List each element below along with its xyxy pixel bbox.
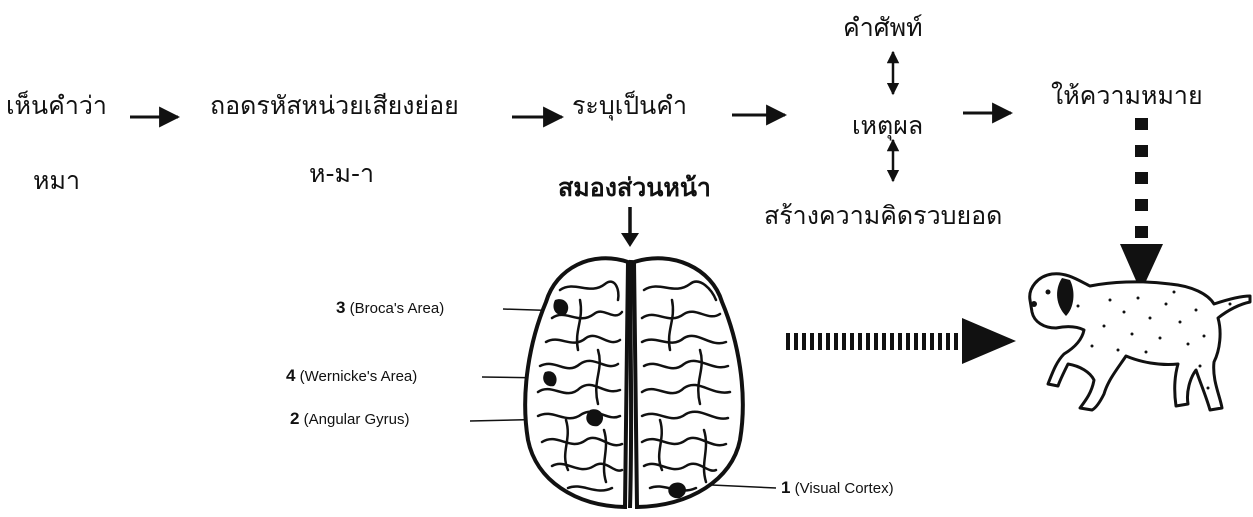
brain-top-view-icon xyxy=(525,258,743,508)
arrow-down-to-brain xyxy=(621,207,639,247)
dashed-arrow-brain-to-dog xyxy=(786,318,1016,364)
dashed-arrow-meaning-to-dog xyxy=(1120,118,1163,292)
dog-icon xyxy=(1030,274,1250,410)
